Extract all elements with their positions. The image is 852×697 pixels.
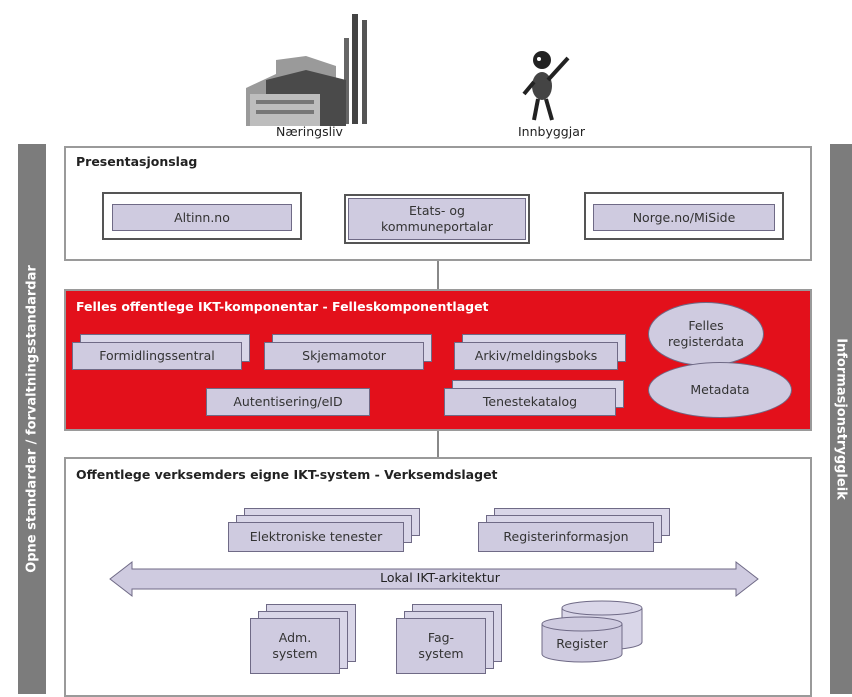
factory-icon xyxy=(246,14,367,126)
skjemamotor-box: Skjemamotor xyxy=(264,342,424,370)
citizen-label: Innbyggjar xyxy=(518,124,586,139)
autentisering-box: Autentisering/eID xyxy=(206,388,370,416)
business-label: Næringsliv xyxy=(276,124,343,139)
agency-portals-box: Etats- og kommuneportalar xyxy=(348,198,526,240)
register-database-icon xyxy=(541,600,643,663)
norge-box: Norge.no/MiSide xyxy=(593,204,775,231)
felles-registerdata-ellipse: Felles registerdata xyxy=(648,302,764,366)
local-architecture-arrow xyxy=(109,560,759,598)
tenestekatalog-box: Tenestekatalog xyxy=(444,388,616,416)
register-information-box: Registerinformasjon xyxy=(478,522,654,552)
fag-system-box: Fag- system xyxy=(396,618,486,674)
register-label: Register xyxy=(556,636,608,651)
common-layer-title: Felles offentlege IKT-komponentar - Fell… xyxy=(76,299,489,314)
electronic-services-box: Elektroniske tenester xyxy=(228,522,404,552)
business-layer-title: Offentlege verksemders eigne IKT-system … xyxy=(76,467,498,482)
local-architecture-label: Lokal IKT-arkitektur xyxy=(380,570,500,585)
altinn-box: Altinn.no xyxy=(112,204,292,231)
formidlingssentral-box: Formidlingssentral xyxy=(72,342,242,370)
metadata-ellipse: Metadata xyxy=(648,362,792,418)
right-sidebar: Informasjonstryggleik xyxy=(830,144,852,694)
presentation-layer-title: Presentasjonslag xyxy=(76,154,198,169)
left-sidebar: Opne standardar / forvaltningsstandardar xyxy=(18,144,46,694)
adm-system-box: Adm. system xyxy=(250,618,340,674)
arkiv-meldingsboks-box: Arkiv/meldingsboks xyxy=(454,342,618,370)
person-icon xyxy=(522,51,570,121)
